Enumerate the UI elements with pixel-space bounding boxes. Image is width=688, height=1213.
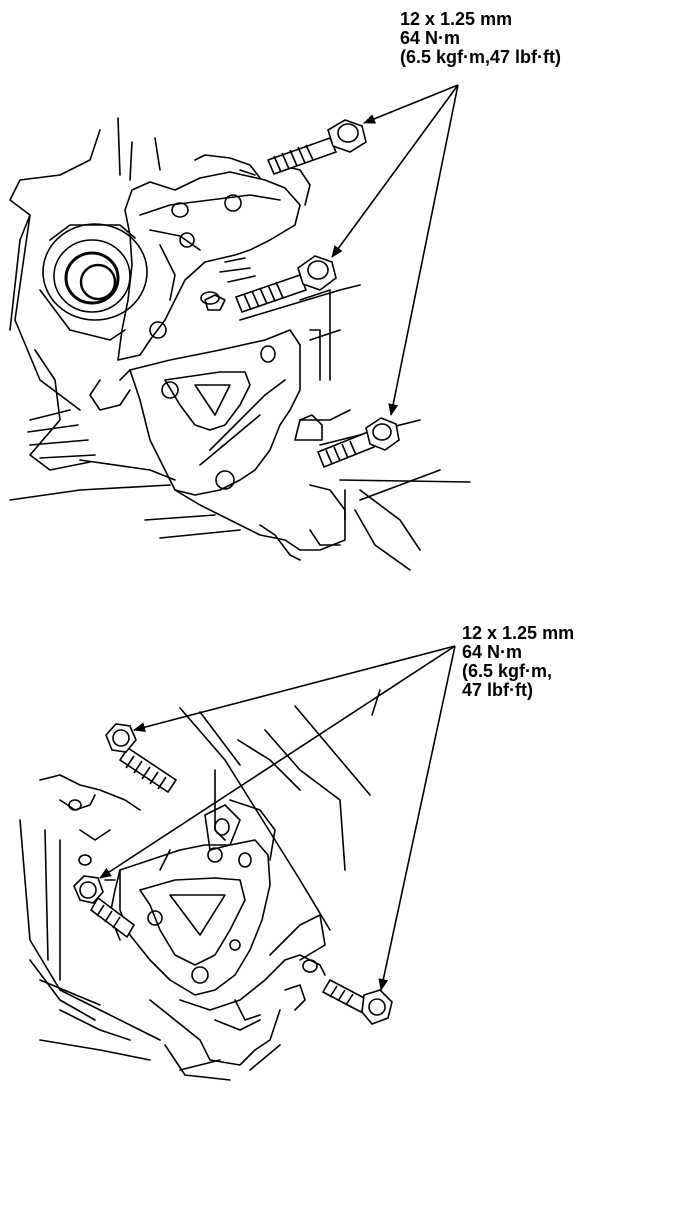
torque-imperial-label: (6.5 kgf·m,47 lbf·ft) xyxy=(400,47,562,67)
bolt-top-2 xyxy=(236,256,336,312)
bolt-top-3 xyxy=(318,418,399,467)
torque-callout-top: 12 x 1.25 mm 64 N·m (6.5 kgf·m,47 lbf·ft… xyxy=(400,10,561,67)
bolt-bottom-2 xyxy=(74,876,134,937)
leader-arrows-bottom xyxy=(99,646,455,991)
bolt-bottom-1 xyxy=(106,724,176,792)
bottom-engine-view xyxy=(20,690,380,1080)
torque-imperial-label-line-1: (6.5 kgf·m, xyxy=(462,661,553,681)
torque-metric-label: 64 N·m xyxy=(462,642,523,662)
torque-imperial-label-line-2: 47 lbf·ft) xyxy=(462,680,533,700)
torque-metric-label: 64 N·m xyxy=(400,28,461,48)
bolt-bottom-3 xyxy=(323,980,392,1024)
torque-callout-bottom: 12 x 1.25 mm 64 N·m (6.5 kgf·m, 47 lbf·f… xyxy=(462,624,574,700)
top-engine-view xyxy=(10,118,470,570)
bolt-size-label: 12 x 1.25 mm xyxy=(400,9,513,29)
bolt-size-label: 12 x 1.25 mm xyxy=(462,623,575,643)
leader-arrows-top xyxy=(332,85,458,416)
bolt-top-1 xyxy=(268,120,366,174)
